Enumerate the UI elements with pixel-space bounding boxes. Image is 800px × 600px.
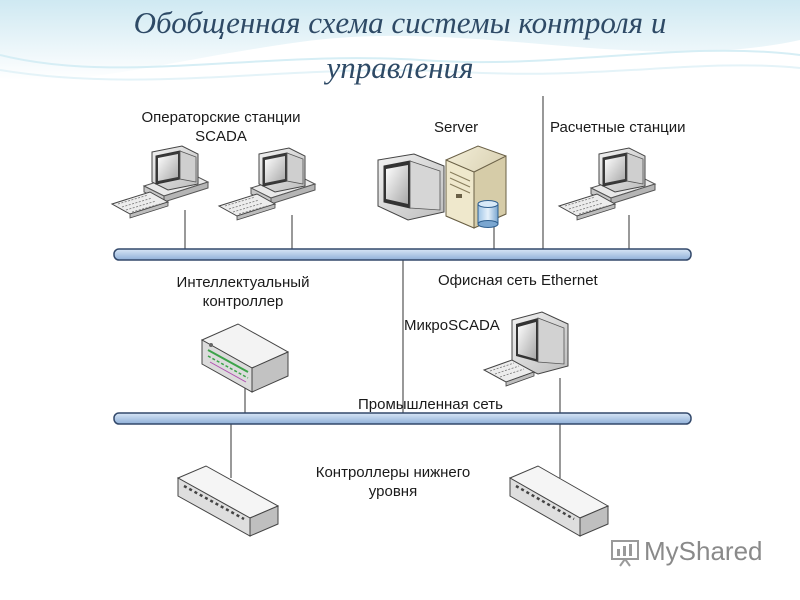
router-icon: [200, 323, 290, 393]
label-lower-controllers-line2: уровня: [368, 483, 418, 500]
header-wave: [0, 0, 800, 81]
label-office-network: Офисная сеть Ethernet: [438, 272, 598, 289]
monitor-icon: [377, 153, 445, 221]
label-operator-stations-line1: Операторские станции: [141, 109, 301, 126]
workstation-icon: [218, 147, 316, 221]
switch-icon: [508, 465, 610, 537]
label-industrial-network: Промышленная сеть: [358, 396, 503, 413]
label-calc-stations: Расчетные станции: [550, 119, 686, 136]
watermark: MyShared: [610, 536, 763, 567]
label-lower-controllers-line1: Контроллеры нижнего: [315, 464, 471, 481]
label-smart-controller-line2: контроллер: [202, 293, 284, 310]
watermark-text: MyShared: [644, 536, 763, 566]
label-server: Server: [434, 119, 479, 136]
switch-icon: [176, 465, 280, 537]
workstation-icon: [558, 147, 656, 221]
workstation-icon: [482, 311, 569, 387]
office-ethernet-bus: [113, 248, 692, 261]
slide-title-line-2: управления: [326, 50, 474, 85]
database-icon: [477, 200, 499, 228]
label-lower-controllers: Контроллеры нижнего уровня: [300, 463, 486, 501]
slide-title-line-1: Обобщенная схема системы контроля и: [133, 5, 667, 40]
workstation-icon: [111, 145, 209, 219]
label-micro-scada: МикроSCADA: [404, 317, 500, 334]
label-operator-stations-line2: SCADA: [195, 128, 247, 145]
connection-lines: [184, 96, 630, 478]
keyboard-icon: [482, 359, 536, 387]
label-smart-controller: Интеллектуальный контроллер: [155, 273, 331, 311]
industrial-network-bus: [113, 412, 692, 425]
label-operator-stations: Операторские станции SCADA: [118, 108, 324, 146]
server-icon: [377, 145, 507, 229]
presentation-icon: [611, 539, 639, 567]
label-smart-controller-line1: Интеллектуальный: [176, 274, 310, 291]
